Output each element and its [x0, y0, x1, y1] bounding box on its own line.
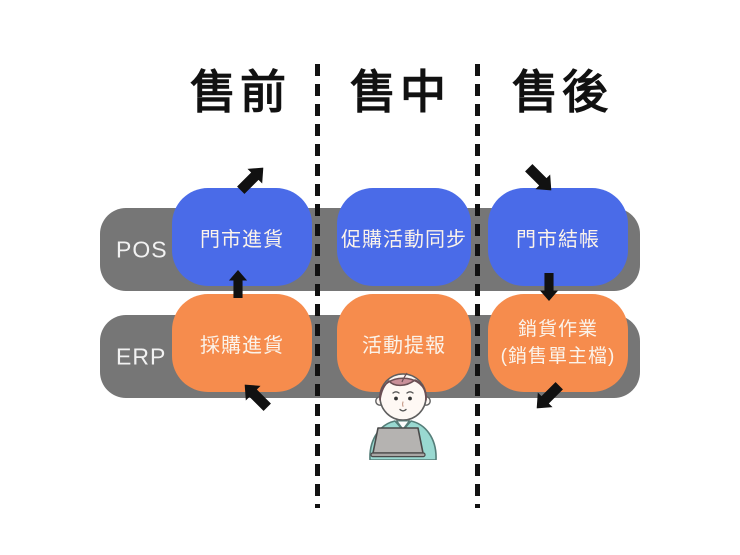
- column-header-presale: 售前: [190, 66, 290, 118]
- arrow-down-right-icon: [517, 156, 562, 201]
- pos-box-presale-label: 門市進貨: [200, 228, 284, 251]
- erp-box-postsale-line2: (銷售單主檔): [500, 346, 616, 367]
- column-divider-left: [315, 64, 320, 508]
- arrow-down-icon: [535, 273, 563, 301]
- pos-label: POS: [116, 236, 168, 262]
- erp-label: ERP: [116, 343, 167, 369]
- erp-box-presale-label: 採購進貨: [200, 334, 284, 357]
- column-header-postsale: 售後: [512, 66, 612, 118]
- erp-box-postsale-label: 銷貨作業 (銷售單主檔): [501, 316, 616, 370]
- pos-box-postsale: 門市結帳: [488, 188, 628, 286]
- arrow-up-icon: [224, 270, 252, 298]
- arrow-down-left-icon: [525, 374, 570, 419]
- column-header-midsale: 售中: [350, 66, 450, 118]
- erp-box-presale: 採購進貨: [172, 294, 312, 392]
- pos-box-midsale-label: 促購活動同步: [341, 228, 467, 251]
- erp-box-midsale-label: 活動提報: [362, 334, 446, 357]
- person-at-laptop-illustration: [354, 360, 450, 460]
- column-divider-right: [475, 64, 480, 508]
- erp-box-postsale: 銷貨作業 (銷售單主檔): [488, 294, 628, 392]
- pos-box-postsale-label: 門市結帳: [516, 228, 600, 251]
- erp-box-midsale: 活動提報: [337, 294, 471, 392]
- arrow-up-right-icon: [229, 156, 274, 201]
- pos-box-midsale: 促購活動同步: [337, 188, 471, 286]
- erp-box-postsale-line1: 銷貨作業: [517, 319, 598, 340]
- arrow-up-left-icon: [233, 373, 278, 418]
- pos-box-presale: 門市進貨: [172, 188, 312, 286]
